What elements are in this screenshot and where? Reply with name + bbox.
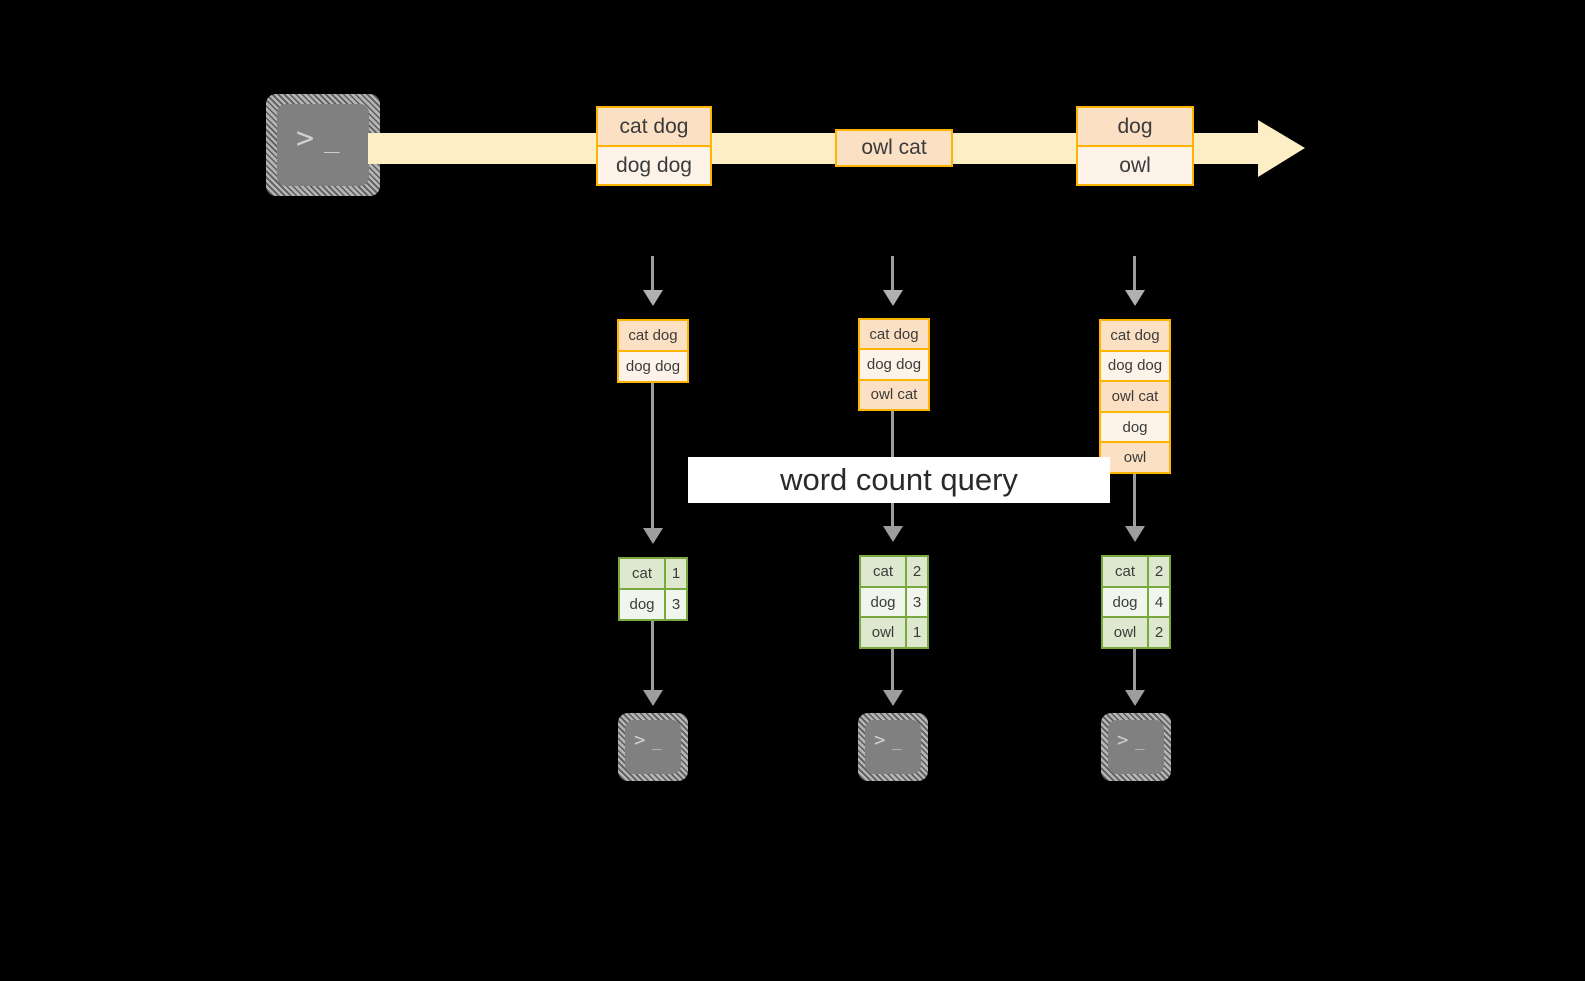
accumulated-2-line-2: dog dog xyxy=(860,348,928,379)
result-count-3-1: 2 xyxy=(1147,557,1169,586)
result-row-2-2: dog 3 xyxy=(861,585,927,617)
trigger-connector-2 xyxy=(891,256,894,292)
result-row-3-1: cat 2 xyxy=(1103,557,1169,586)
accumulated-records-2: cat dog dog dog owl cat xyxy=(858,318,930,411)
stream-batch-3-line-2: owl xyxy=(1078,145,1192,184)
stream-batch-1-line-2: dog dog xyxy=(598,145,710,184)
sink-terminal-prompt-glyph-2: > xyxy=(874,729,886,751)
sink-terminal-cursor-glyph-3: _ xyxy=(1135,731,1145,750)
terminal-screen xyxy=(277,104,369,186)
sink-arrowhead-2 xyxy=(883,690,903,706)
result-word-1-1: cat xyxy=(620,559,664,588)
sink-terminal-screen-1 xyxy=(625,720,681,774)
sink-arrowhead-3 xyxy=(1125,690,1145,706)
result-count-3-3: 2 xyxy=(1147,618,1169,648)
query-arrowhead-2 xyxy=(883,526,903,542)
result-row-2-1: cat 2 xyxy=(861,557,927,586)
result-table-2: cat 2 dog 3 owl 1 xyxy=(859,555,929,649)
result-word-2-2: dog xyxy=(861,587,905,617)
accumulated-1-line-2: dog dog xyxy=(619,350,687,381)
query-arrowhead-3 xyxy=(1125,526,1145,542)
accumulated-3-line-2: dog dog xyxy=(1101,349,1169,381)
query-label-band: word count query xyxy=(688,457,1110,503)
stream-batch-1: cat dog dog dog xyxy=(596,106,712,186)
source-terminal-icon: > _ xyxy=(266,94,380,196)
result-count-2-1: 2 xyxy=(905,557,927,586)
result-word-2-1: cat xyxy=(861,557,905,586)
result-row-1-1: cat 1 xyxy=(620,559,686,588)
accumulated-3-line-3: owl cat xyxy=(1101,380,1169,411)
query-connector-1 xyxy=(651,383,654,540)
result-word-3-3: owl xyxy=(1103,618,1147,648)
sink-terminal-icon-2: > _ xyxy=(858,713,928,781)
stream-batch-3-line-1: dog xyxy=(1078,108,1192,145)
sink-terminal-icon-1: > _ xyxy=(618,713,688,781)
trigger-arrowhead-1 xyxy=(643,290,663,306)
sink-terminal-screen-3 xyxy=(1108,720,1164,774)
sink-connector-1 xyxy=(651,621,654,695)
query-label-text: word count query xyxy=(780,462,1018,497)
result-count-1-1: 1 xyxy=(664,559,686,588)
accumulated-2-line-1: cat dog xyxy=(860,320,928,349)
result-word-2-3: owl xyxy=(861,618,905,648)
sink-terminal-cursor-glyph-2: _ xyxy=(892,731,902,750)
query-connector-3 xyxy=(1133,474,1136,538)
result-count-2-2: 3 xyxy=(905,587,927,617)
result-count-3-2: 4 xyxy=(1147,587,1169,617)
stream-batch-1-line-1: cat dog xyxy=(598,108,710,145)
trigger-connector-3 xyxy=(1133,256,1136,292)
accumulated-records-1: cat dog dog dog xyxy=(617,319,689,383)
result-row-2-3: owl 1 xyxy=(861,616,927,648)
accumulated-3-line-4: dog xyxy=(1101,410,1169,442)
result-row-1-2: dog 3 xyxy=(620,588,686,619)
trigger-arrowhead-2 xyxy=(883,290,903,306)
result-row-3-3: owl 2 xyxy=(1103,616,1169,648)
result-word-3-1: cat xyxy=(1103,557,1147,586)
stream-batch-2-line-1: owl cat xyxy=(837,131,951,165)
accumulated-3-line-1: cat dog xyxy=(1101,321,1169,350)
query-arrowhead-1 xyxy=(643,528,663,544)
trigger-arrowhead-3 xyxy=(1125,290,1145,306)
result-count-1-2: 3 xyxy=(664,590,686,619)
sink-connector-2 xyxy=(891,649,894,695)
trigger-connector-1 xyxy=(651,256,654,292)
stream-batch-3: dog owl xyxy=(1076,106,1194,186)
sink-terminal-prompt-glyph-1: > xyxy=(634,729,646,751)
accumulated-records-3: cat dog dog dog owl cat dog owl xyxy=(1099,319,1171,474)
result-table-3: cat 2 dog 4 owl 2 xyxy=(1101,555,1171,649)
sink-terminal-icon-3: > _ xyxy=(1101,713,1171,781)
accumulated-2-line-3: owl cat xyxy=(860,378,928,409)
result-table-1: cat 1 dog 3 xyxy=(618,557,688,621)
result-row-3-2: dog 4 xyxy=(1103,585,1169,617)
stream-batch-2: owl cat xyxy=(835,129,953,167)
sink-terminal-prompt-glyph-3: > xyxy=(1117,729,1129,751)
result-word-3-2: dog xyxy=(1103,587,1147,617)
sink-terminal-cursor-glyph-1: _ xyxy=(652,731,662,750)
sink-connector-3 xyxy=(1133,649,1136,695)
result-word-1-2: dog xyxy=(620,590,664,619)
terminal-cursor-glyph: _ xyxy=(324,124,340,154)
sink-arrowhead-1 xyxy=(643,690,663,706)
terminal-prompt-glyph: > xyxy=(296,121,315,156)
accumulated-3-line-5: owl xyxy=(1101,441,1169,472)
accumulated-1-line-1: cat dog xyxy=(619,321,687,350)
result-count-2-3: 1 xyxy=(905,618,927,648)
sink-terminal-screen-2 xyxy=(865,720,921,774)
